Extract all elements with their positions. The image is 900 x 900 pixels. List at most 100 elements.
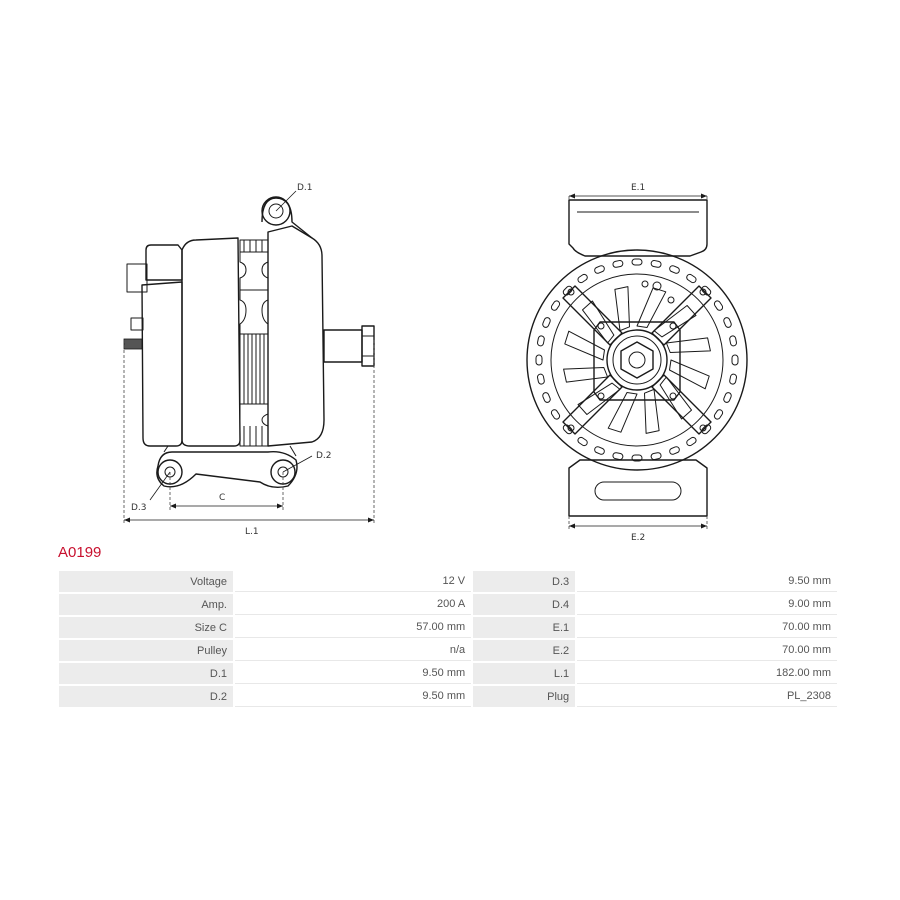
spec-value: 9.50 mm [235, 686, 472, 707]
stator-fins [239, 239, 269, 447]
spec-value: 9.50 mm [235, 663, 472, 684]
vent-slot [562, 285, 573, 296]
spec-label: Pulley [59, 640, 233, 661]
lower-mount-bar [156, 450, 298, 489]
vent-slot [723, 317, 732, 328]
spec-value: 57.00 mm [235, 617, 472, 638]
spec-label: D.3 [473, 571, 576, 592]
vent-slot [594, 446, 605, 455]
vent-slot [537, 373, 545, 385]
front-housing [267, 225, 325, 447]
rear-housing [181, 237, 241, 447]
fan-blade [577, 382, 621, 415]
hub-nut [620, 341, 654, 379]
spec-value: 70.00 mm [577, 617, 837, 638]
hub-shaft [628, 351, 646, 369]
label-d2: D.2 [316, 451, 332, 461]
spec-value: 200 A [235, 594, 472, 615]
vent-slot [535, 354, 543, 366]
vent-slot [669, 446, 680, 455]
vent-slot [631, 258, 643, 266]
vent-slot [562, 424, 573, 435]
label-d3: D.3 [131, 503, 147, 513]
fan-blade [636, 287, 667, 328]
fan-blade [607, 392, 638, 433]
label-e2: E.2 [631, 533, 645, 543]
vent-slot [537, 335, 545, 347]
vent-slot [713, 300, 724, 311]
spec-value: 9.50 mm [577, 571, 837, 592]
part-number: A0199 [58, 544, 102, 561]
upper-mount-hole [268, 203, 284, 219]
fan-blades [563, 286, 711, 434]
cross-arms [562, 285, 712, 435]
rear-stud [130, 317, 144, 331]
spec-label: D.1 [59, 663, 233, 684]
vent-slot [612, 260, 624, 268]
fan-blade [644, 388, 660, 434]
vent-slot [701, 424, 712, 435]
fan-blade [563, 367, 609, 383]
spec-label: Size C [59, 617, 233, 638]
spec-value: 9.00 mm [577, 594, 837, 615]
vent-slot [701, 285, 712, 296]
vent-slot [686, 273, 697, 284]
vent-slot [577, 436, 588, 447]
technical-drawing: D.1 D.2 D.3 C L.1 [123, 183, 748, 543]
vent-slot [550, 409, 561, 420]
label-l1: L.1 [245, 527, 259, 537]
vent-slot [686, 436, 697, 447]
fan-outer-ring [526, 249, 748, 471]
vent-slot [729, 373, 737, 385]
spec-value: 70.00 mm [577, 640, 837, 661]
spec-label: Voltage [59, 571, 233, 592]
cooling-vents [535, 258, 739, 462]
plug-connector [123, 338, 143, 350]
spec-value: PL_2308 [577, 686, 837, 707]
rear-terminal [126, 263, 148, 293]
vent-slot [650, 260, 662, 268]
spec-value: 182.00 mm [577, 663, 837, 684]
vent-slot [723, 392, 732, 403]
rear-cover-top [145, 244, 183, 281]
bottom-slot [594, 481, 682, 501]
bottom-bracket [568, 459, 708, 517]
vent-slot [550, 300, 561, 311]
label-c: C [219, 493, 225, 503]
vent-slot [669, 265, 680, 274]
hub-ring [606, 329, 668, 391]
shaft [323, 329, 363, 363]
label-e1: E.1 [631, 183, 645, 193]
side-view: D.1 D.2 D.3 C L.1 [123, 183, 375, 537]
vent-slot [731, 354, 739, 366]
front-view: E.1 E.2 [526, 183, 748, 543]
fan-blade [653, 305, 697, 338]
spec-label: Amp. [59, 594, 233, 615]
vent-slot [612, 452, 624, 460]
pulley-nut [361, 325, 375, 367]
fan-blade [659, 376, 692, 420]
fan-blade [665, 337, 711, 353]
spec-value: 12 V [235, 571, 472, 592]
top-bracket [568, 199, 708, 257]
fan-inner-ring [550, 273, 724, 447]
spec-value: n/a [235, 640, 472, 661]
upper-mount-ring [261, 196, 291, 226]
vent-slot [594, 265, 605, 274]
spec-label: L.1 [473, 663, 576, 684]
spec-label: D.4 [473, 594, 576, 615]
spec-label: Plug [473, 686, 576, 707]
vent-slot [713, 409, 724, 420]
vent-slot [542, 392, 551, 403]
spec-label: D.2 [59, 686, 233, 707]
spec-label: E.2 [473, 640, 576, 661]
fan-blade [564, 330, 605, 361]
vent-slot [729, 335, 737, 347]
vent-slot [542, 317, 551, 328]
